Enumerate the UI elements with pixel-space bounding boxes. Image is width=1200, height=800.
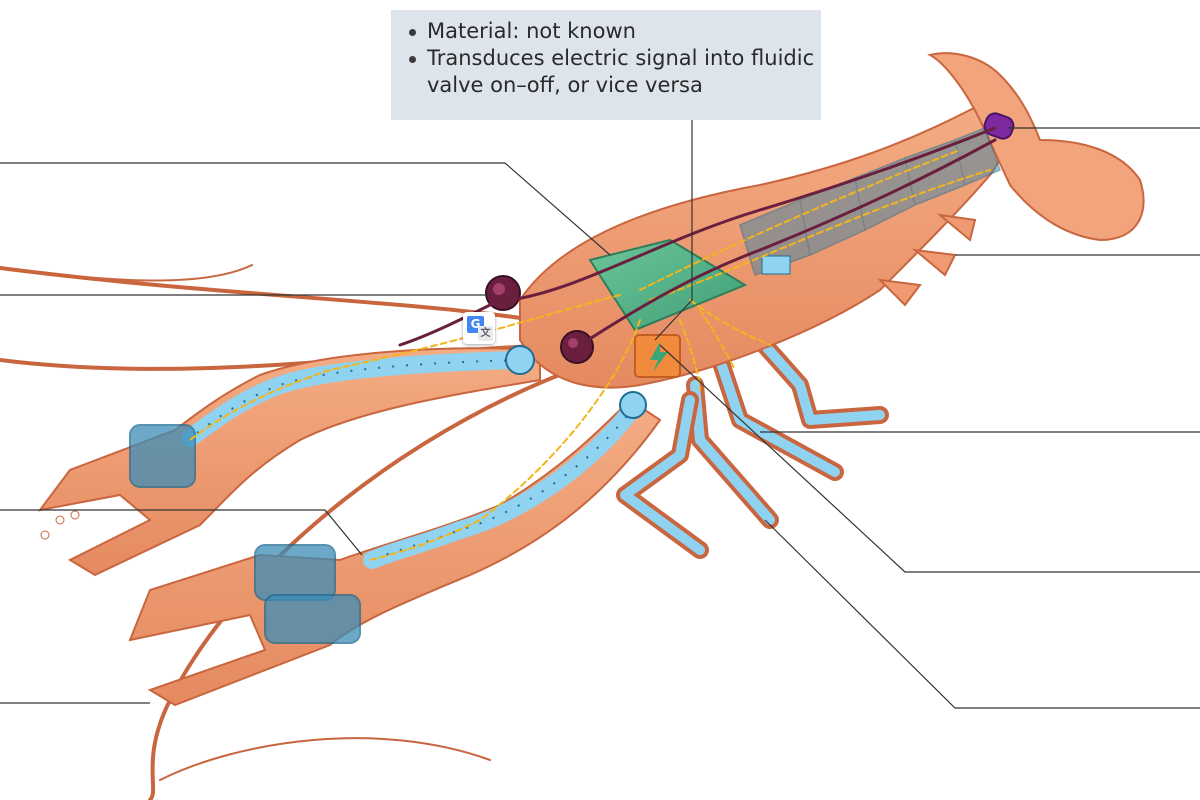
circuit-board: [588, 238, 748, 332]
walking-legs: [616, 331, 889, 559]
valve-lower: [560, 330, 594, 364]
antenna-lower-tip: [159, 737, 491, 781]
leader-left-3: [0, 509, 363, 556]
translate-icon[interactable]: G 文: [463, 312, 495, 344]
tail-sensor: [983, 112, 1015, 140]
leader-right-5: [764, 519, 1200, 709]
lobster-body: [485, 52, 1145, 419]
callout-item-function: Transduces electric signal into fluidic …: [405, 45, 821, 99]
tail-fan: [927, 52, 1145, 242]
translate-x-glyph: 文: [478, 326, 493, 341]
wiring: [189, 126, 997, 561]
component-info-callout: Material: not known Transduces electric …: [391, 10, 821, 120]
callout-list: Material: not known Transduces electric …: [405, 18, 821, 99]
leader-left-1: [0, 162, 611, 256]
upper-claw: [37, 347, 541, 577]
lightning-bolt-icon: [650, 342, 668, 372]
leader-lines: [0, 120, 1200, 709]
leader-callout: [654, 120, 693, 341]
leader-right-4: [659, 344, 1200, 573]
antenna-upper-tip: [0, 264, 253, 282]
callout-item-material: Material: not known: [405, 18, 821, 45]
